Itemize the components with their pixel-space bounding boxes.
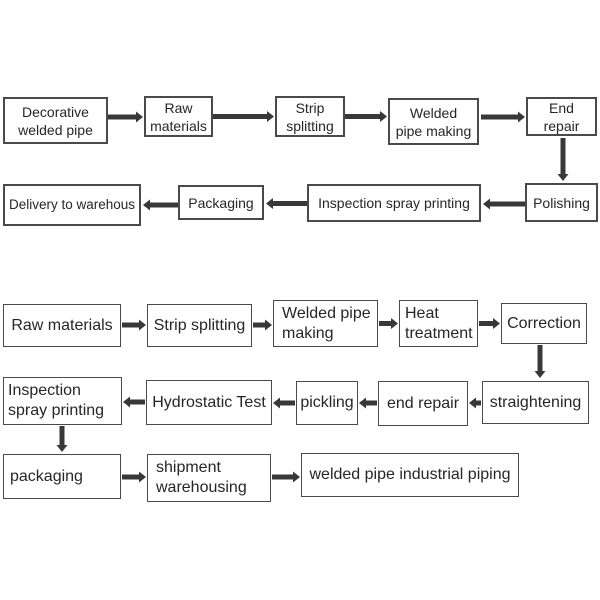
arrow-heat-treatment-to-correction (479, 318, 500, 329)
arrow-pickling-to-hydrostatic-test (273, 397, 295, 409)
box-delivery-to-warehouse: Delivery to warehous (3, 184, 141, 226)
arrow-polishing-to-inspection (483, 198, 525, 210)
arrow-strip-splitting2-to-welded-pipe-making2 (253, 319, 272, 331)
arrow-raw-materials2-to-strip-splitting2 (122, 319, 146, 331)
arrow-welded-pipe-making2-to-heat-treatment (379, 318, 398, 329)
box-inspection-spray-printing-1: Inspection spray printing (307, 184, 481, 222)
box-polishing: Polishing (525, 183, 598, 222)
arrow-inspection-to-packaging (266, 198, 307, 209)
arrow-packaging2-to-shipment-warehousing (122, 471, 146, 483)
box-raw-materials-2: Raw materials (3, 304, 121, 347)
arrow-straightening-to-end-repair2 (469, 397, 481, 409)
box-packaging-2: packaging (3, 454, 121, 499)
box-inspection-spray-printing-2: Inspection spray printing (3, 377, 122, 425)
box-end-repair-1: End repair (526, 97, 597, 136)
arrow-welded-pipe-making-to-end-repair (481, 111, 525, 123)
arrow-raw-materials-to-strip-splitting (213, 111, 274, 122)
box-welded-pipe-making-1: Welded pipe making (388, 98, 479, 145)
box-pickling: pickling (296, 381, 358, 425)
arrow-end-repair-to-polishing (557, 138, 569, 181)
box-welded-pipe-industrial-piping: welded pipe industrial piping (301, 453, 519, 497)
arrow-hydrostatic-test-to-inspection2 (123, 396, 145, 408)
arrow-strip-splitting-to-welded-pipe-making (345, 111, 387, 122)
box-heat-treatment: Heat treatment (399, 300, 478, 347)
box-decorative-welded-pipe: Decorative welded pipe (3, 97, 108, 144)
arrow-packaging-to-delivery (143, 199, 178, 211)
arrow-correction-to-straightening (534, 345, 546, 378)
arrow-end-repair2-to-pickling (359, 397, 377, 409)
box-raw-materials-1: Raw materials (144, 96, 213, 137)
box-strip-splitting-2: Strip splitting (147, 304, 252, 347)
arrow-decorative-to-raw-materials (108, 111, 143, 123)
box-end-repair-2: end repair (378, 381, 468, 426)
box-correction: Correction (501, 303, 587, 344)
arrow-inspection2-to-packaging2 (56, 426, 68, 452)
box-straightening: straightening (482, 381, 589, 424)
box-strip-splitting-1: Strip splitting (275, 96, 345, 137)
box-shipment-warehousing: shipment warehousing (147, 454, 271, 502)
arrow-shipment-warehousing-to-industrial-piping (272, 471, 300, 483)
box-packaging-1: Packaging (178, 185, 264, 220)
box-hydrostatic-test: Hydrostatic Test (146, 380, 272, 425)
box-welded-pipe-making-2: Welded pipe making (273, 300, 378, 347)
